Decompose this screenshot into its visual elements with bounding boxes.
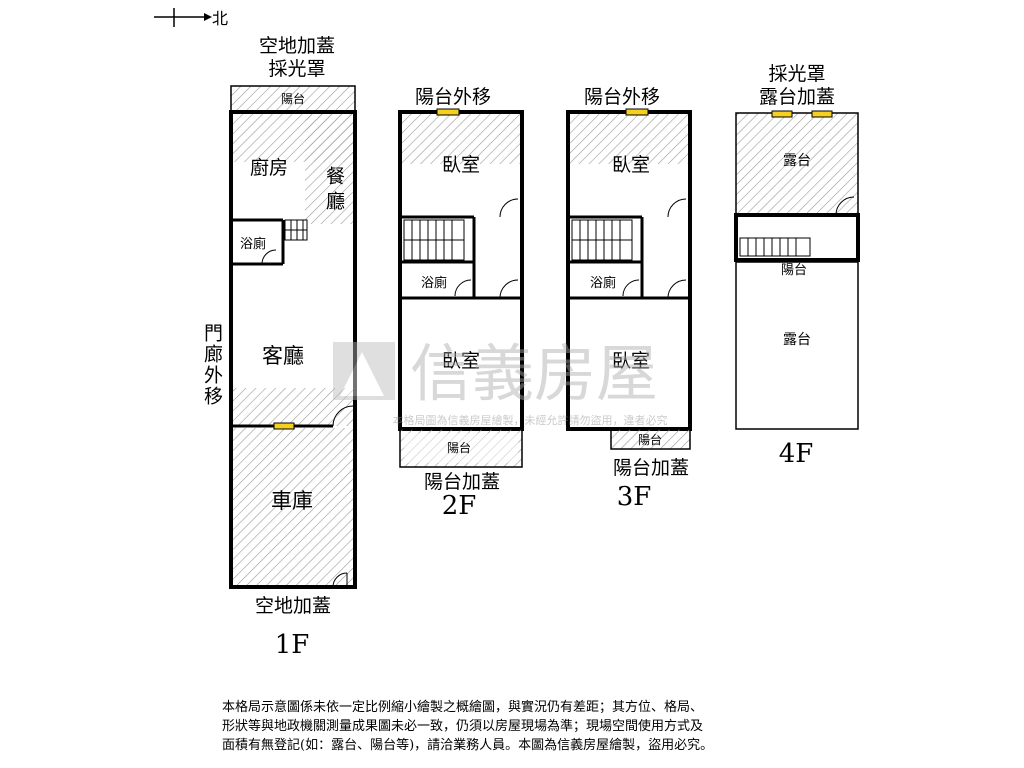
- floor-3-balcony: [610, 428, 691, 450]
- floor-4-terrace-2: [735, 261, 859, 430]
- floor-2-plan: 陽台外移 臥室 浴廁 臥室 陽台 陽台加蓋 2F: [398, 86, 524, 521]
- floor-1-label: 1F: [275, 630, 310, 660]
- floor-2-bedroom-1-area: [402, 114, 520, 164]
- floor-1-living-lower-area: [233, 388, 353, 426]
- disclaimer-line-2: 形狀等與地政機關測量成果圖未必一致，仍須以房屋現場為準；現場空間使用方式及: [222, 719, 704, 734]
- floor-3-plan: 陽台外移 臥室 浴廁 臥室 陽台 陽台加蓋 3F: [566, 86, 692, 512]
- floor-1-kitchen-label: 廚房: [250, 156, 288, 179]
- floor-4-label: 4F: [779, 439, 814, 469]
- floor-4-top-note-2: 露台加蓋: [759, 86, 835, 108]
- floor-3-top-note: 陽台外移: [584, 86, 660, 108]
- floor-1-dining-label: 餐廳: [323, 166, 345, 216]
- floor-1-outer-wall: [229, 110, 357, 589]
- floor-3-bedroom-2-label: 臥室: [612, 350, 650, 372]
- floor-3-balcony-label: 陽台: [638, 432, 662, 447]
- floor-1-balcony-label: 陽台: [281, 91, 305, 106]
- floor-4-terrace-2-label: 露台: [783, 332, 811, 348]
- north-arrow-icon: [154, 8, 212, 27]
- floor-2-top-note: 陽台外移: [415, 86, 491, 108]
- floor-3-stairs: [571, 219, 633, 261]
- floor-1-balcony: [230, 85, 356, 113]
- floor-4-top-note-1: 採光罩: [768, 63, 825, 85]
- floor-4-plan: 採光罩 露台加蓋 露台 陽台 露台 4F: [734, 63, 860, 469]
- floor-3-label: 3F: [617, 482, 652, 512]
- disclaimer-line-1: 本格局示意圖係未依一定比例縮小繪製之概繪圖，與實況仍有差距；其方位、格局、: [222, 700, 704, 715]
- floor-1-bath-label: 浴廁: [240, 236, 266, 252]
- watermark: 信義房屋 本格局圖為信義房屋繪製，未經允許請勿盜用，違者必究: [333, 337, 668, 427]
- floor-1-living-label: 客廳: [262, 344, 304, 368]
- floor-2-stairs: [403, 219, 465, 261]
- floor-3-bedroom-1-label: 臥室: [612, 154, 650, 176]
- floor-1-stairs: [284, 219, 308, 241]
- watermark-caption: 本格局圖為信義房屋繪製，未經允許請勿盜用，違者必究: [393, 413, 668, 427]
- floor-2-bedroom-1-label: 臥室: [442, 154, 480, 176]
- floor-2-label: 2F: [442, 491, 477, 521]
- floor-1-plan: 空地加蓋 採光罩 陽台 廚房 餐廳 浴廁: [201, 35, 357, 660]
- floor-3-bottom-note: 陽台加蓋: [613, 457, 689, 479]
- floor-4-stairs: [739, 237, 811, 257]
- floor-1-top-note-2: 採光罩: [268, 58, 325, 80]
- compass-north-label: 北: [212, 9, 228, 28]
- floor-4-balcony-label: 陽台: [781, 263, 807, 278]
- floor-3-bedroom-1-area: [570, 114, 688, 164]
- floor-2-bath-label: 浴廁: [421, 275, 447, 291]
- floor-2-bedroom-2-label: 臥室: [442, 350, 480, 372]
- disclaimer-line-3: 面積有無登記(如：露台、陽台等)，請洽業務人員。本圖為信義房屋繪製，盜用必究。: [222, 738, 714, 753]
- watermark-brand: 信義房屋: [410, 337, 658, 410]
- floor-4-terrace-1-label: 露台: [783, 153, 811, 169]
- floor-1-dining-area: [305, 114, 353, 224]
- floor-3-bath-label: 浴廁: [590, 275, 616, 291]
- floor-2-bottom-note: 陽台加蓋: [424, 471, 500, 493]
- disclaimer: 本格局示意圖係未依一定比例縮小繪製之概繪圖，與實況仍有差距；其方位、格局、 形狀…: [222, 698, 872, 755]
- floor-1-garage-label: 車庫: [271, 489, 313, 513]
- brand-logo-icon: [333, 342, 395, 400]
- floor-2-balcony-label: 陽台: [447, 440, 471, 455]
- floor-1-garage-area: [233, 428, 353, 585]
- floor-1-top-note-1: 空地加蓋: [259, 35, 335, 57]
- floor-1-bottom-note: 空地加蓋: [255, 595, 331, 617]
- floor-1-corridor-label: 門廊外移: [201, 323, 223, 407]
